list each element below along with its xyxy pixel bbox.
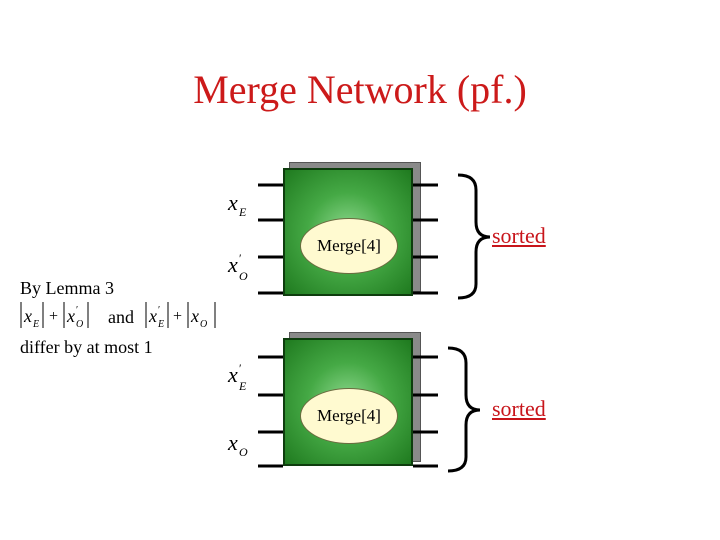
svg-text:O: O (76, 319, 83, 330)
svg-text:O: O (239, 269, 248, 283)
svg-text:x: x (190, 306, 199, 326)
lemma-conclusion: differ by at most 1 (20, 337, 153, 357)
svg-text:E: E (32, 319, 39, 330)
svg-text:+: + (173, 308, 182, 325)
x-prime-even-label-bottom: x′ E (227, 361, 247, 393)
formula-right: x ′ E + x O (145, 302, 216, 330)
svg-text:x: x (66, 306, 75, 326)
merge-block-face: Merge[4] (283, 168, 413, 296)
merge-label: Merge[4] (300, 388, 398, 444)
svg-text:E: E (157, 319, 164, 330)
input-wires-top (258, 183, 283, 295)
svg-text:+: + (49, 308, 58, 325)
lemma-and-text: and (108, 307, 134, 327)
svg-text:x: x (148, 306, 157, 326)
brace-bottom (447, 346, 481, 473)
merge-block-bottom: Merge[4] (283, 332, 421, 466)
svg-text:E: E (238, 379, 247, 393)
svg-text:x: x (23, 306, 32, 326)
x-prime-odd-label-top: x′ O (227, 251, 248, 283)
input-wires-bottom (258, 355, 283, 468)
sorted-label-top: sorted (492, 223, 546, 248)
formula-left: x E + x ′ O (20, 302, 89, 330)
svg-text:′: ′ (239, 251, 242, 265)
lemma-heading: By Lemma 3 (20, 278, 114, 298)
svg-text:x: x (227, 430, 238, 455)
slide-title: Merge Network (pf.) (193, 67, 527, 112)
svg-text:′: ′ (239, 361, 242, 375)
brace-top (457, 173, 491, 300)
svg-text:E: E (238, 205, 247, 219)
svg-text:x: x (227, 190, 238, 215)
merge-block-top: Merge[4] (283, 162, 421, 296)
sorted-label-bottom: sorted (492, 396, 546, 421)
output-wires-top (413, 183, 438, 295)
svg-text:x: x (227, 252, 238, 277)
svg-text:O: O (239, 445, 248, 459)
svg-text:x: x (227, 362, 238, 387)
svg-text:′: ′ (76, 305, 78, 316)
svg-text:O: O (200, 319, 207, 330)
output-wires-bottom (413, 355, 438, 468)
svg-text:′: ′ (158, 305, 160, 316)
merge-block-face: Merge[4] (283, 338, 413, 466)
merge-label: Merge[4] (300, 218, 398, 274)
lemma-formula: x E + x ′ O x ′ E + x O (20, 302, 216, 330)
